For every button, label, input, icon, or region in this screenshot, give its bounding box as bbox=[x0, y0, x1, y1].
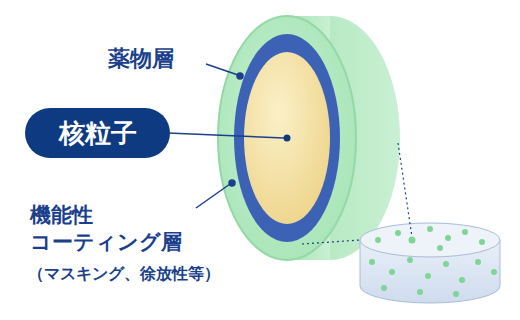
dish-illustration bbox=[360, 223, 500, 303]
part-label: （マスキング、徐放性等） bbox=[28, 264, 248, 283]
node-text: 核粒子 bbox=[59, 116, 137, 151]
callout-pill: 核粒子 bbox=[25, 108, 170, 158]
zoom-lines bbox=[302, 143, 412, 244]
part-label: 機能性 コーティング層 bbox=[30, 202, 190, 257]
pellet-disc bbox=[218, 16, 400, 260]
leader-lines bbox=[168, 64, 284, 208]
part-label: 薬物層 bbox=[108, 46, 218, 72]
